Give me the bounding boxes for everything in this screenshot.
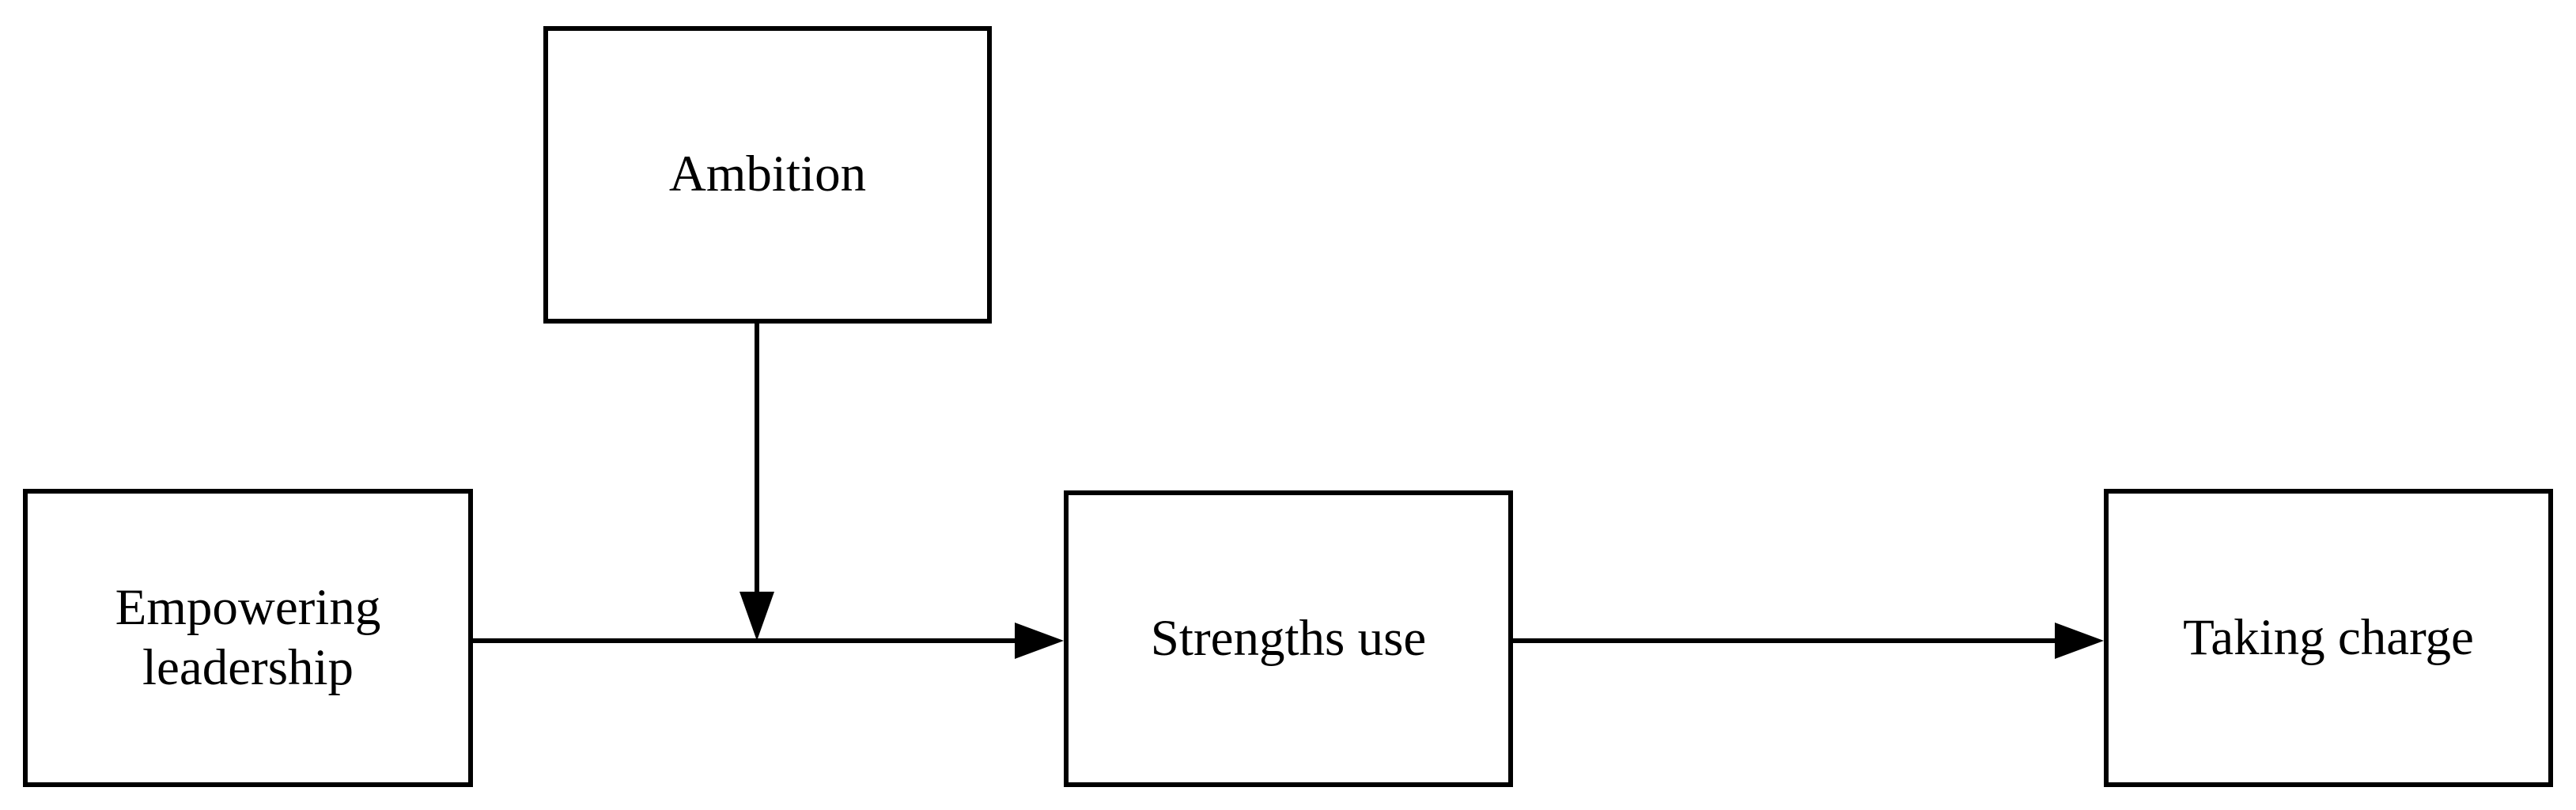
arrowhead-right-icon bbox=[1015, 623, 1064, 659]
arrow-shaft bbox=[1512, 638, 2060, 643]
node-strengths-use: Strengths use bbox=[1064, 490, 1513, 787]
arrow-shaft bbox=[755, 320, 759, 596]
node-ambition-label: Ambition bbox=[668, 146, 867, 203]
arrowhead-down-icon bbox=[740, 592, 774, 641]
node-empowering-leadership: Empowering leadership bbox=[23, 489, 473, 787]
node-ambition: Ambition bbox=[543, 26, 992, 324]
node-empowering-leadership-label: Empowering leadership bbox=[115, 579, 381, 696]
arrowhead-right-icon bbox=[2055, 623, 2104, 659]
node-taking-charge-label: Taking charge bbox=[2183, 608, 2474, 666]
node-taking-charge: Taking charge bbox=[2104, 489, 2553, 787]
arrow-shaft bbox=[472, 638, 1020, 643]
node-strengths-use-label: Strengths use bbox=[1150, 609, 1427, 667]
